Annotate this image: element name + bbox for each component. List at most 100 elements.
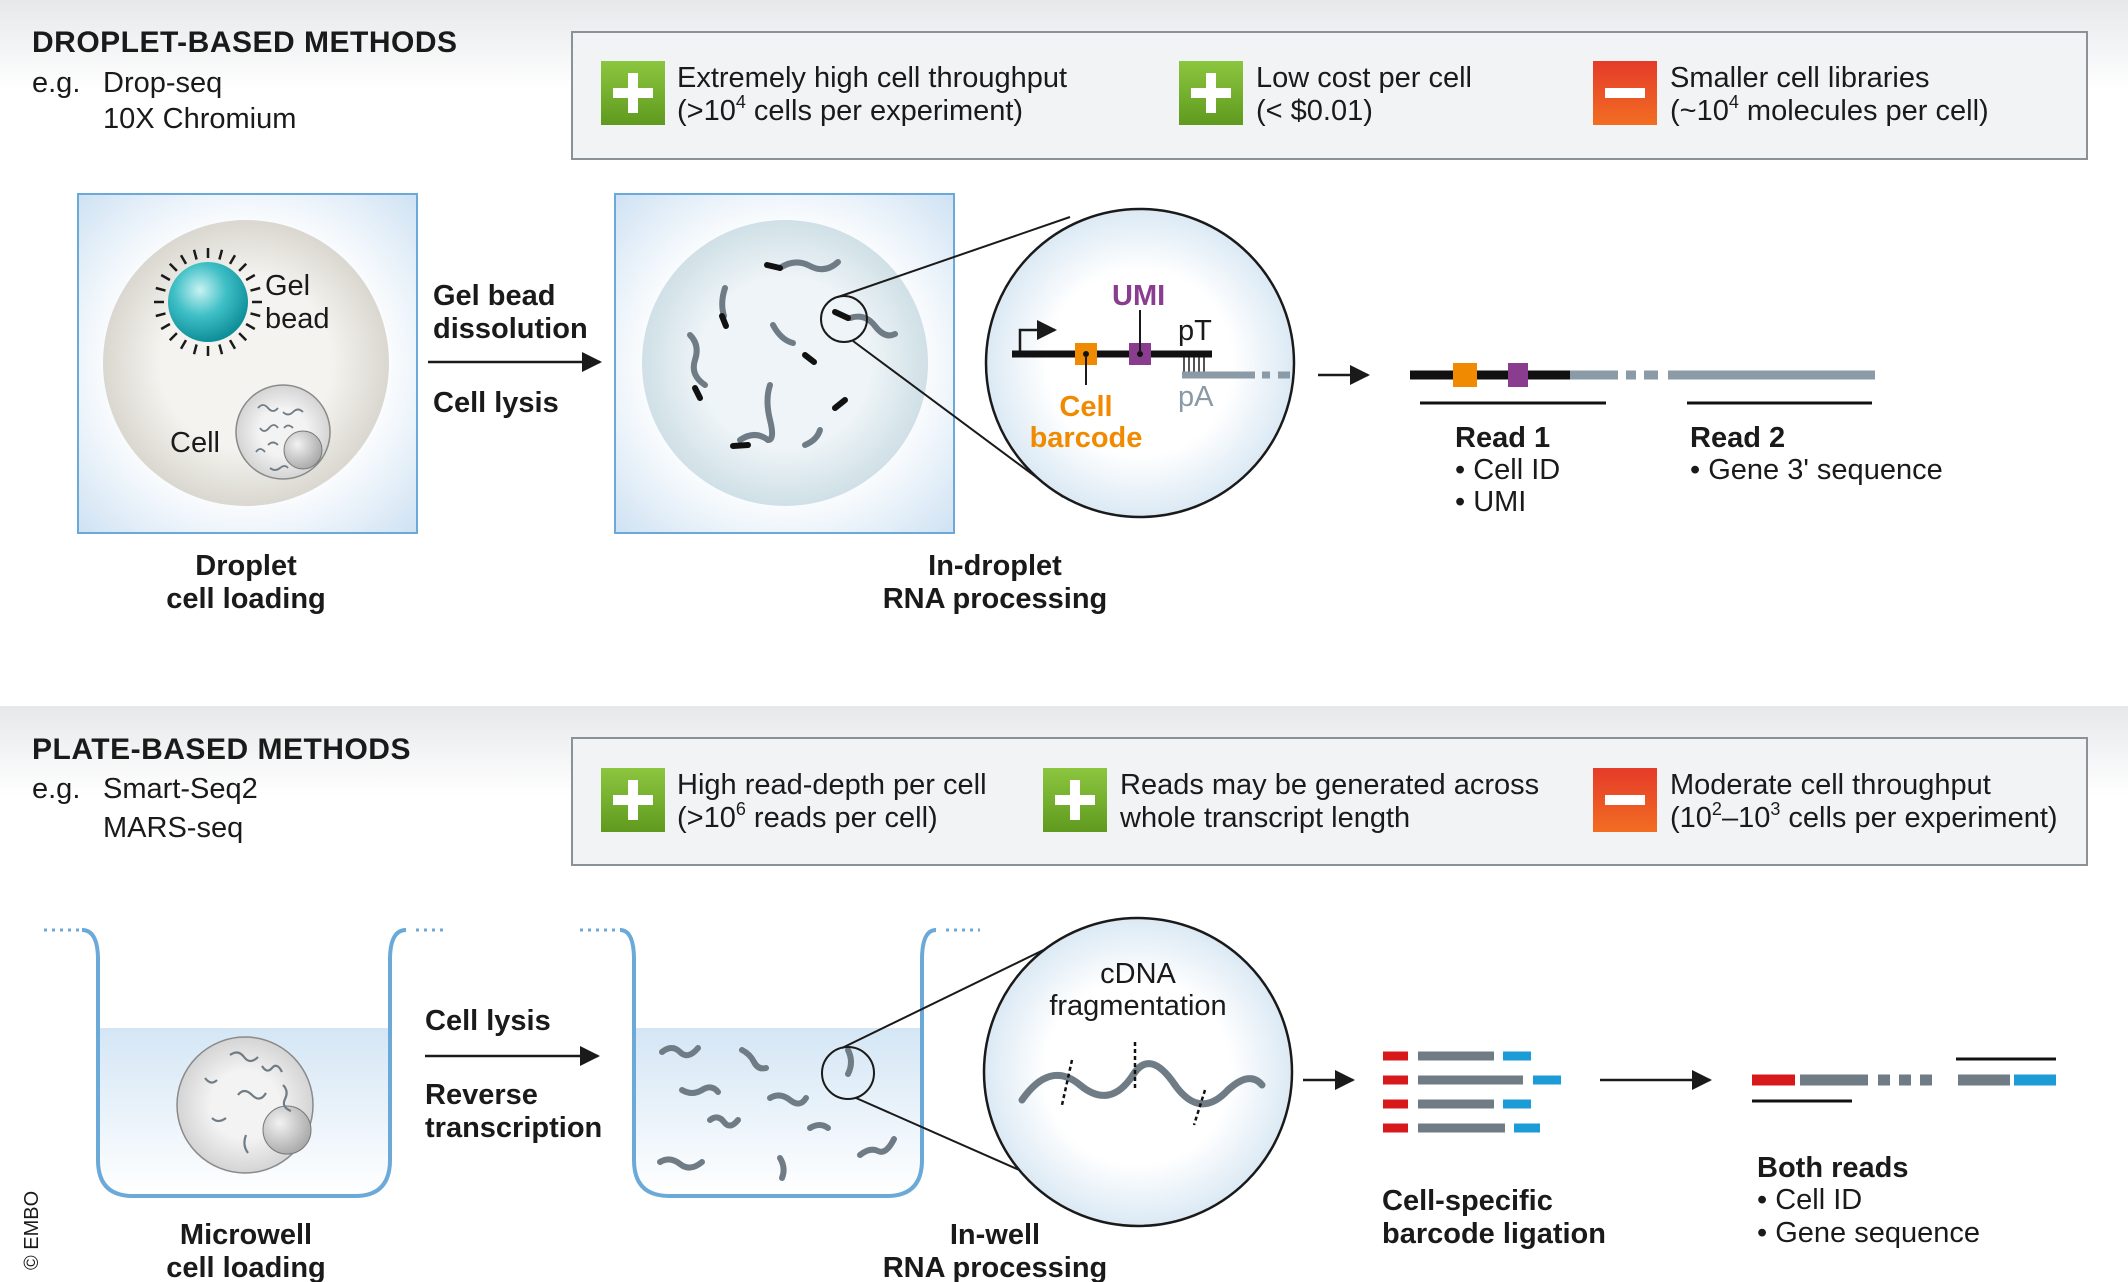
droplet-step1-caption-line2: cell loading [166, 583, 326, 615]
droplet-step1-caption-line1: Droplet [195, 550, 297, 582]
gel-bead-spike [238, 262, 248, 272]
read1-item-2: • UMI [1455, 486, 1526, 518]
droplet-con-1-line2: (~104 molecules per cell) [1670, 92, 1989, 127]
plate-zoom-circle: cDNA fragmentation [982, 916, 1294, 1228]
read2-title: Read 2 [1690, 422, 1785, 454]
well-cell-rna [204, 1051, 292, 1154]
plate-arrow-label-3: transcription [425, 1112, 602, 1144]
gel-bead-spike [168, 262, 178, 272]
gel-bead-spike [238, 332, 248, 342]
gel-bead [154, 248, 262, 356]
pa-label: pA [1178, 381, 1214, 413]
read2-item-1: • Gene 3' sequence [1690, 454, 1943, 486]
read-umi-block [1508, 363, 1528, 387]
plate-arrow-label-2: Reverse [425, 1079, 538, 1111]
droplet-con-1-line1: Smaller cell libraries [1670, 62, 1929, 94]
gel-bead-spike [179, 254, 188, 265]
barcode-tags [692, 262, 851, 449]
in-well-panel [580, 928, 980, 1198]
cell-label: Cell [170, 427, 220, 459]
gel-bead-spike [155, 312, 166, 318]
ligated-fragments [1383, 1051, 1561, 1133]
droplet-pros-cons-box [571, 31, 2088, 160]
plate-con-1-line1: Moderate cell throughput [1670, 769, 1991, 801]
read1-item-1: • Cell ID [1455, 454, 1560, 486]
droplet-eg-prefix: e.g. [32, 67, 80, 99]
droplet [103, 220, 389, 506]
gel-bead-spike [228, 254, 237, 265]
cdna-fragment-strand [1018, 1060, 1266, 1108]
plate-eg-prefix: e.g. [32, 773, 80, 805]
droplet-read-structure [1410, 363, 1875, 405]
gel-bead-spike [245, 273, 256, 282]
droplet-pro-2-line2: (< $0.01) [1256, 95, 1373, 127]
gel-bead-spike [250, 312, 261, 318]
cdna-strands [657, 1045, 897, 1181]
read1-title: Read 1 [1455, 422, 1550, 454]
plate-pro-2-line1: Reads may be generated across [1120, 769, 1539, 801]
plate-arrow-label-1: Cell lysis [425, 1005, 551, 1037]
plate-pro-1: High read-depth per cell (>106 reads per… [601, 768, 987, 834]
in-droplet-panel [614, 193, 955, 534]
ligation-caption-line1: Cell-specific [1382, 1185, 1553, 1217]
droplet-arrow-label-3: Cell lysis [433, 387, 559, 419]
plate-step1-caption-line2: cell loading [166, 1252, 326, 1282]
polyt-ticks [1183, 357, 1205, 373]
gel-bead-spike [179, 339, 188, 350]
gel-bead-spike [192, 249, 198, 260]
microwell-loading-panel [44, 928, 446, 1198]
mrna-strands [687, 259, 898, 448]
plate-pro-1-line2: (>106 reads per cell) [677, 799, 938, 834]
droplet-section-title: DROPLET-BASED METHODS [32, 26, 458, 59]
plate-example-2: MARS-seq [103, 812, 243, 844]
zoom-source-circle [820, 295, 868, 343]
gel-bead-spike [218, 249, 224, 260]
both-reads-item-1: • Cell ID [1757, 1184, 1862, 1216]
gel-bead-spike [160, 322, 171, 331]
plate-pro-1-line1: High read-depth per cell [677, 769, 987, 801]
gel-bead-label-line1: Gel [265, 270, 310, 302]
droplet-arrow-label-2: dissolution [433, 313, 588, 345]
droplet-example-2: 10X Chromium [103, 103, 296, 135]
gel-bead-spike [155, 286, 166, 292]
promoter-arrow-icon [1018, 320, 1057, 352]
gel-bead-spike [218, 344, 224, 355]
droplet-pro-1: Extremely high cell throughput (>104 cel… [601, 61, 1067, 127]
gel-bead-spike [160, 273, 171, 282]
plate-con-1-line2: (102–103 cells per experiment) [1670, 799, 2058, 834]
droplet-cell-loading-panel: Gel bead Cell [77, 193, 418, 534]
droplet-con-1: Smaller cell libraries (~104 molecules p… [1593, 61, 1989, 127]
droplet-step2-caption-line2: RNA processing [883, 583, 1108, 615]
gel-bead-spike [250, 286, 261, 292]
plate-read-structure [1752, 1057, 2056, 1103]
droplet-step2-caption-line1: In-droplet [928, 550, 1062, 582]
cut-sites [1060, 1042, 1207, 1126]
umi-label: UMI [1112, 280, 1165, 312]
copyright-notice: © EMBO [21, 1191, 43, 1270]
plate-section-title: PLATE-BASED METHODS [32, 733, 411, 766]
plate-step2-caption-line1: In-well [950, 1219, 1040, 1251]
plate-zoom-source-circle [821, 1046, 875, 1100]
droplet-example-1: Drop-seq [103, 67, 222, 99]
both-reads-title: Both reads [1757, 1152, 1908, 1184]
gel-bead-spike [245, 322, 256, 331]
barcode-label-line1: Cell [1059, 391, 1112, 423]
plate-pro-2: Reads may be generated across whole tran… [1043, 768, 1539, 834]
pt-label: pT [1178, 315, 1212, 347]
gel-bead-spike [192, 344, 198, 355]
plate-step1-caption-line1: Microwell [180, 1219, 312, 1251]
zoom-label-line1: cDNA [1100, 958, 1176, 990]
nucleus [283, 430, 323, 470]
gel-bead-core [168, 262, 248, 342]
both-reads-item-2: • Gene sequence [1757, 1217, 1980, 1249]
read-barcode-block [1453, 363, 1477, 387]
droplet-pro-2: Low cost per cell (< $0.01) [1179, 61, 1472, 127]
gel-bead-label-line2: bead [265, 303, 330, 335]
cell-rna-squiggles [255, 404, 304, 471]
ligation-caption-line2: barcode ligation [1382, 1218, 1606, 1250]
droplet-pro-1-line1: Extremely high cell throughput [677, 62, 1067, 94]
gel-bead-spike [168, 332, 178, 342]
droplet-zoom-circle: UMI pT pA Cell barcode [984, 207, 1296, 519]
